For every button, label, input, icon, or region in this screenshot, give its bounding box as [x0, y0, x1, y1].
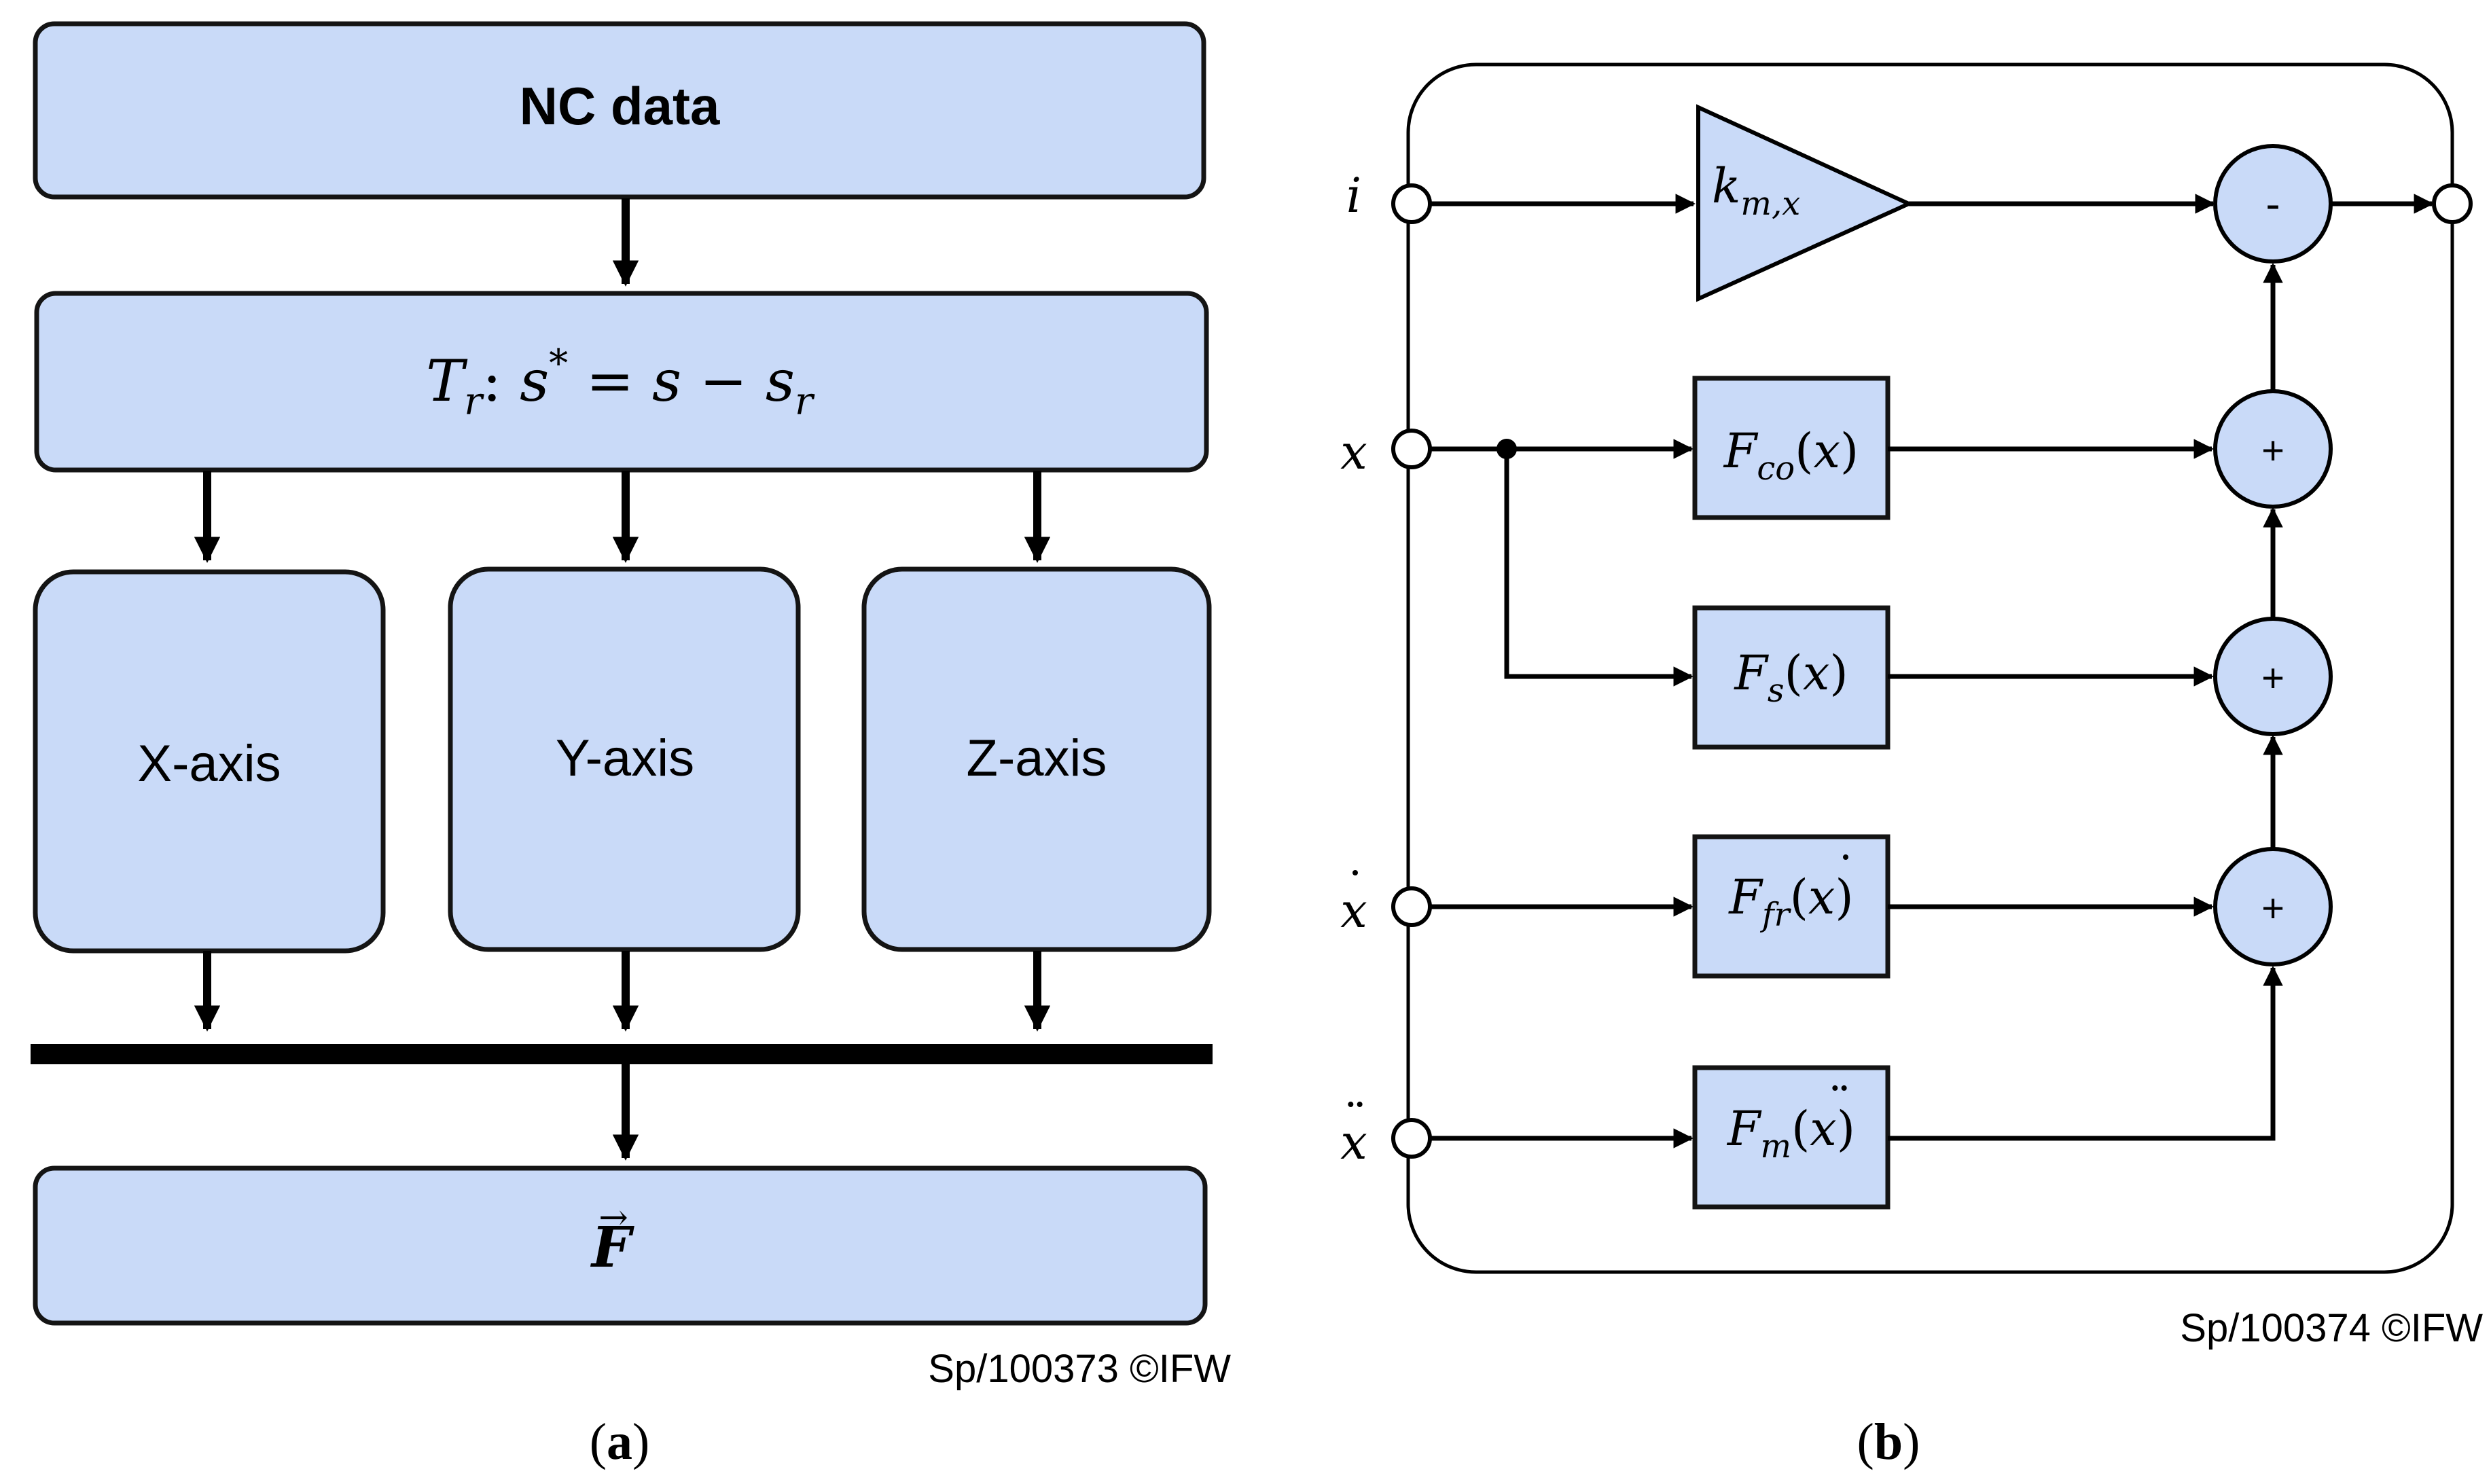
input-label-x: x	[1340, 424, 1367, 480]
block-fm-label: Fm(x)	[1726, 1101, 1855, 1165]
x-axis-label: X-axis	[137, 735, 281, 793]
input-port-xddot	[1391, 1118, 1432, 1159]
summer-plus-3-sign: +	[2261, 886, 2284, 930]
block-fm: Fm(x) ¨	[1692, 1065, 1890, 1210]
panel-b-label: (b)	[1857, 1413, 1920, 1470]
summer-plus-1: +	[2213, 389, 2333, 509]
nc-data-label: NC data	[520, 76, 720, 136]
wire-x-to-fs	[1504, 449, 1693, 687]
block-ffr: Ffr(x) ˙	[1692, 834, 1890, 979]
input-accent-xddot: ¨	[1344, 1094, 1367, 1150]
nc-data-box: NC data	[33, 21, 1206, 200]
eq-s: s	[652, 348, 681, 414]
eq-equals: =	[586, 348, 634, 414]
input-accent-xdot: ˙	[1344, 863, 1367, 918]
summer-minus-sign: -	[2265, 179, 2280, 228]
block-fs: Fs(x)	[1692, 605, 1890, 750]
eq-lhs: s	[520, 348, 549, 414]
input-port-x	[1391, 429, 1432, 469]
summer-plus-3: +	[2213, 847, 2333, 966]
eq-rhs: s	[766, 348, 795, 414]
panel-b: i x x ˙ x ¨ km,x Fco(x) Fs(x) Ffr(x) ˙ F…	[1340, 62, 2483, 1470]
y-axis-label: Y-axis	[556, 729, 694, 787]
x-axis-box: X-axis	[33, 569, 386, 954]
copyright-b: Sp/100374 ©IFW	[2180, 1306, 2483, 1350]
block-fco-label: Fco(x)	[1723, 423, 1859, 488]
input-label-xdot: x	[1340, 883, 1367, 939]
copyright-a: Sp/100373 ©IFW	[928, 1347, 1231, 1391]
block-ffr-accent: ˙	[1834, 847, 1858, 903]
summer-minus: -	[2213, 144, 2333, 264]
gain-block: km,x	[1696, 104, 1914, 302]
force-box: F →	[33, 1165, 1208, 1326]
eq-rhs-sub: r	[795, 380, 815, 424]
transform-equation: Tr: s* = s − sr	[426, 342, 815, 424]
force-label: F	[590, 1215, 634, 1280]
summer-plus-2-sign: +	[2261, 656, 2284, 700]
summer-plus-2: +	[2213, 617, 2333, 736]
transform-box: Tr: s* = s − sr	[34, 291, 1209, 473]
gain-label: km,x	[1712, 158, 1800, 223]
eq-T: T	[426, 348, 468, 414]
block-ffr-label: Ffr(x)	[1727, 869, 1853, 934]
y-axis-box: Y-axis	[448, 566, 801, 952]
eq-lhs-sup: *	[549, 342, 568, 386]
input-port-i	[1391, 183, 1432, 224]
block-fs-label: Fs(x)	[1733, 645, 1848, 710]
z-axis-box: Z-axis	[861, 566, 1212, 952]
panel-a: NC data Tr: s* = s − sr X-axis Y-axis Z-…	[31, 21, 1231, 1470]
eq-T-sub: r	[464, 380, 484, 424]
wire-fm-to-summer	[1888, 966, 2283, 1141]
summation-bus	[31, 1044, 1213, 1064]
model-frame	[1406, 62, 2454, 1274]
summer-plus-1-sign: +	[2261, 429, 2284, 473]
eq-minus: −	[700, 348, 747, 414]
input-label-i: i	[1346, 168, 1361, 223]
z-axis-label: Z-axis	[967, 729, 1107, 787]
input-label-xddot: x	[1340, 1115, 1367, 1170]
output-port	[2432, 183, 2473, 224]
block-fco: Fco(x)	[1692, 376, 1890, 520]
panel-a-label: (a)	[590, 1413, 650, 1470]
block-fm-accent: ¨	[1828, 1078, 1852, 1134]
input-port-xdot	[1391, 886, 1432, 927]
force-vector-arrow: →	[598, 1197, 628, 1238]
eq-colon: :	[482, 348, 501, 414]
